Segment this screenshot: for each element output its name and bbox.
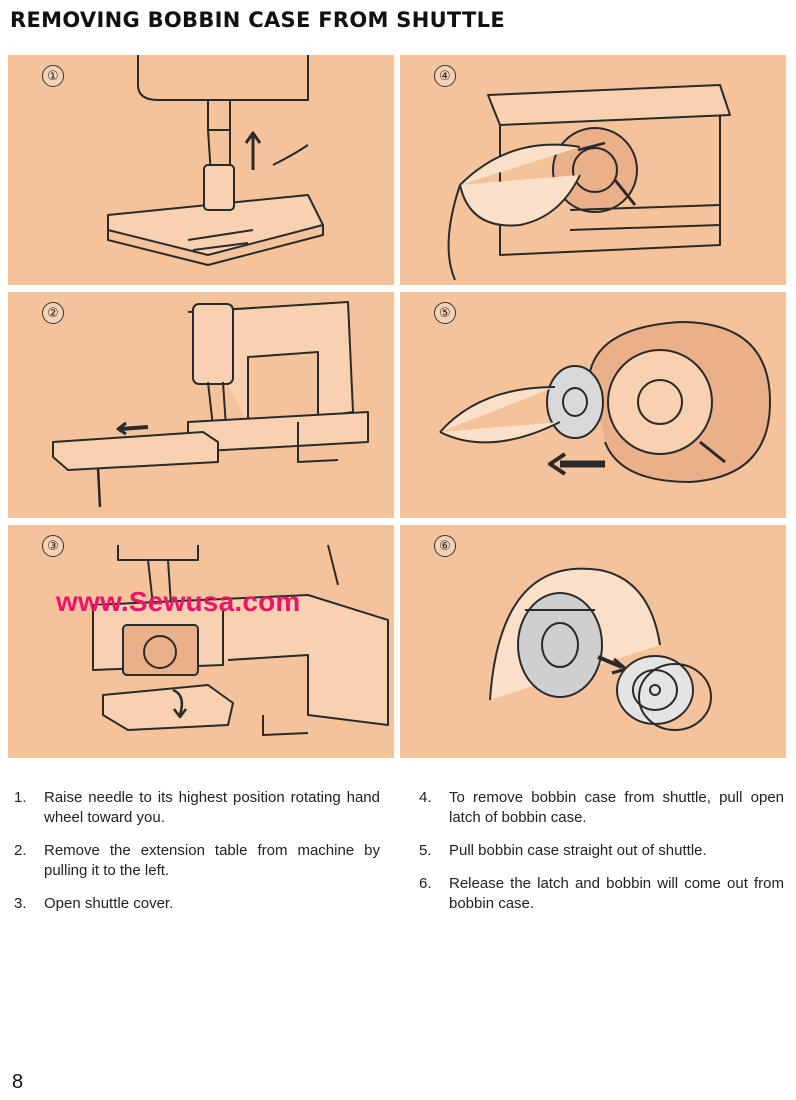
- instructions-left: 1. Raise needle to its highest position r…: [14, 788, 380, 927]
- step-text: Open shuttle cover.: [44, 895, 174, 912]
- step-number: 2.: [14, 842, 27, 859]
- instruction-item: 4. To remove bobbin case from shuttle, pu…: [419, 788, 784, 828]
- illustration-panel-4: ④: [400, 55, 786, 285]
- illustration-panel-1: ①: [8, 55, 394, 285]
- instruction-item: 6. Release the latch and bobbin will come…: [419, 874, 784, 914]
- raise-needle-illustration: [107, 55, 324, 266]
- illustration-panel-2: ②: [8, 292, 394, 518]
- step-text: To remove bobbin case from shuttle, pull…: [449, 789, 784, 826]
- watermark-text: www.Sewusa.com: [56, 586, 301, 617]
- instruction-item: 2. Remove the extension table from machin…: [14, 841, 380, 881]
- page-number: 8: [12, 1071, 24, 1093]
- instruction-item: 3. Open shuttle cover.: [14, 894, 380, 914]
- step-marker: ⑥: [434, 535, 456, 557]
- illustration-panel-6: ⑥: [400, 525, 786, 758]
- pull-bobbin-case-illustration: [439, 321, 771, 483]
- step-marker: ③: [42, 535, 64, 557]
- step-marker: ①: [42, 65, 64, 87]
- open-shuttle-cover-illustration: [92, 544, 389, 736]
- open-latch-illustration: [447, 84, 731, 281]
- step-number: 1.: [14, 789, 27, 806]
- instruction-item: 1. Raise needle to its highest position r…: [14, 788, 380, 828]
- release-bobbin-illustration: [489, 567, 712, 731]
- step-marker: ⑤: [434, 302, 456, 324]
- step-number: 4.: [419, 789, 432, 806]
- step-text: Pull bobbin case straight out of shuttle…: [449, 842, 707, 859]
- page-title: REMOVING BOBBIN CASE FROM SHUTTLE: [10, 8, 505, 32]
- illustration-panel-3: ③: [8, 525, 394, 758]
- step-marker: ②: [42, 302, 64, 324]
- step-text: Remove the extension table from machine …: [44, 842, 380, 879]
- illustration-panel-5: ⑤: [400, 292, 786, 518]
- step-number: 5.: [419, 842, 432, 859]
- remove-extension-table-illustration: [52, 301, 369, 508]
- step-text: Release the latch and bobbin will come o…: [449, 875, 784, 912]
- step-number: 6.: [419, 875, 432, 892]
- step-number: 3.: [14, 895, 27, 912]
- step-marker: ④: [434, 65, 456, 87]
- step-text: Raise needle to its highest position rot…: [44, 789, 380, 826]
- instructions-right: 4. To remove bobbin case from shuttle, pu…: [419, 788, 784, 927]
- instruction-item: 5. Pull bobbin case straight out of shutt…: [419, 841, 784, 861]
